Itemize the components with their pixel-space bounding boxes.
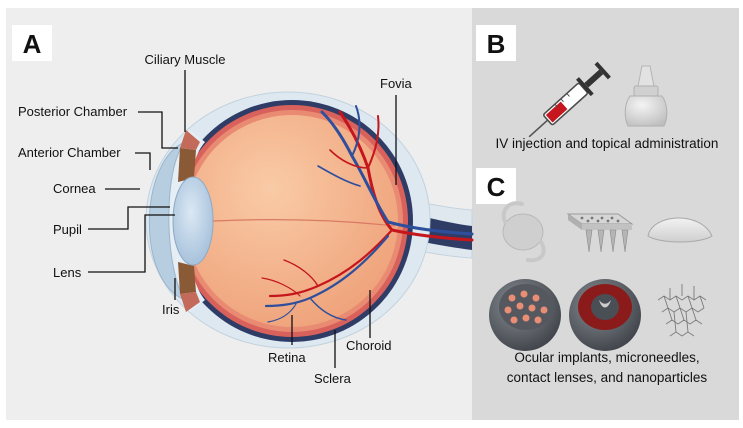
panel-b-letter: B — [487, 29, 506, 59]
label-ciliary-muscle: Ciliary Muscle — [145, 52, 226, 67]
iris-lower — [178, 262, 196, 294]
label-choroid: Choroid — [346, 338, 392, 353]
label-lens: Lens — [53, 265, 82, 280]
label-retina: Retina — [268, 350, 306, 365]
label-anterior-chamber: Anterior Chamber — [18, 145, 121, 160]
dropper-bottle-icon — [624, 65, 668, 127]
panel-c-caption-line2: contact lenses, and nanoparticles — [507, 370, 708, 385]
microneedle-patch-icon — [566, 213, 634, 253]
syringe-icon — [528, 61, 611, 138]
vitreous-body — [186, 115, 398, 327]
label-posterior-chamber: Posterior Chamber — [18, 104, 128, 119]
label-pupil: Pupil — [53, 222, 82, 237]
label-iris: Iris — [162, 302, 180, 317]
label-leaders — [88, 70, 397, 368]
panel-c-letter-box — [476, 168, 516, 204]
panel-b-caption: IV injection and topical administration — [496, 136, 719, 151]
nanoparticle-core-shell-icon — [569, 279, 641, 351]
retinal-vessels — [261, 105, 474, 323]
leader-lens — [88, 214, 175, 273]
visual-axis — [212, 219, 396, 227]
panel-c-caption-line1: Ocular implants, microneedles, — [514, 350, 699, 365]
leader-posterior-chamber — [138, 111, 178, 149]
label-sclera: Sclera — [314, 371, 352, 386]
ciliary-body-upper — [180, 130, 200, 150]
label-fovia: Fovia — [380, 76, 413, 91]
panel-a-letter-box — [12, 25, 52, 61]
eye-diagram — [145, 91, 474, 349]
polymer-network-icon — [657, 284, 707, 337]
ocular-implant-icon — [501, 201, 546, 263]
contact-lens-icon — [647, 217, 713, 243]
ciliary-body-lower — [180, 292, 200, 312]
leader-pupil — [88, 206, 170, 230]
panel-a-letter: A — [23, 29, 42, 59]
nanoparticle-sphere-icon — [489, 279, 561, 351]
panel-b-letter-box — [476, 25, 516, 61]
panel-c-letter: C — [487, 172, 506, 202]
label-cornea: Cornea — [53, 181, 96, 196]
leader-anterior-chamber — [135, 152, 151, 170]
iris-upper — [178, 148, 196, 182]
lens-shape — [172, 176, 214, 266]
